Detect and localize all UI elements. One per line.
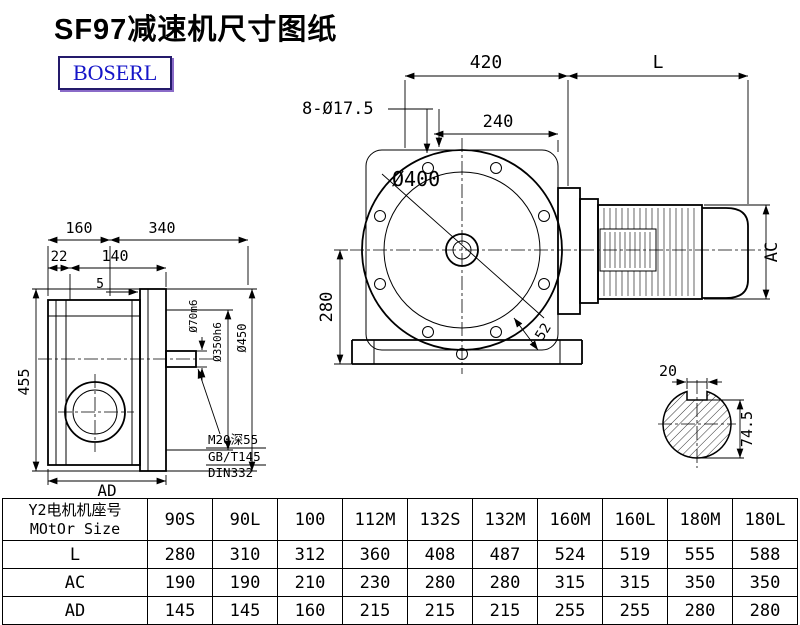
key-width-label: 20 <box>659 362 677 380</box>
table-cell: 280 <box>732 596 798 625</box>
dim-340-label: 340 <box>148 219 175 237</box>
table-cell: 310 <box>212 540 278 569</box>
dia-350-label: Ø350h6 <box>211 322 224 362</box>
col-header: 132S <box>407 498 473 541</box>
thread-note-line2: GB/T145 <box>208 449 261 464</box>
table-row-AC: AC 190 190 210 230 280 280 315 315 350 3… <box>2 568 798 597</box>
motor-view <box>557 187 749 315</box>
motor-size-table: Y2电机机座号 MOtOr Size 90S 90L 100 112M 132S… <box>2 498 798 625</box>
dim-5-label: 5 <box>96 277 104 292</box>
shaft-section-keyway <box>662 390 732 459</box>
col-header: 180M <box>667 498 733 541</box>
table-cell: 360 <box>342 540 408 569</box>
header-line2: MOtOr Size <box>29 519 121 538</box>
col-header: 160L <box>602 498 668 541</box>
dia-450-label: Ø450 <box>235 324 249 353</box>
table-cell: 280 <box>147 540 213 569</box>
holes-callout-label: 8-Ø17.5 <box>302 99 374 119</box>
table-row-L: L 280 310 312 360 408 487 524 519 555 58… <box>2 540 798 569</box>
table-cell: 408 <box>407 540 473 569</box>
table-cell: 588 <box>732 540 798 569</box>
boserl-logo: BOSERL <box>58 56 173 90</box>
row-label: AC <box>2 568 148 597</box>
dim-l-label: L <box>653 52 664 73</box>
dim-140-label: 140 <box>101 247 128 265</box>
table-cell: 312 <box>277 540 343 569</box>
table-cell: 215 <box>342 596 408 625</box>
col-header: 90S <box>147 498 213 541</box>
col-header: 132M <box>472 498 538 541</box>
row-label: AD <box>2 596 148 625</box>
dimension-annotations: 420 L 8-Ø17.5 240 Ø400 280 52 AC 160 <box>15 52 782 500</box>
table-cell: 190 <box>147 568 213 597</box>
table-cell: 190 <box>212 568 278 597</box>
thread-note-line1: M20深55 <box>208 432 258 447</box>
dim-240-label: 240 <box>483 112 514 132</box>
table-cell: 350 <box>667 568 733 597</box>
key-height-label: 74.5 <box>738 411 756 447</box>
dim-160-label: 160 <box>65 219 92 237</box>
dim-280-label: 280 <box>317 292 337 323</box>
table-cell: 350 <box>732 568 798 597</box>
table-cell: 280 <box>667 596 733 625</box>
table-cell: 145 <box>212 596 278 625</box>
ac-dim-label: AC <box>762 242 782 262</box>
table-cell: 519 <box>602 540 668 569</box>
table-cell: 215 <box>407 596 473 625</box>
dia-400-label: Ø400 <box>392 167 440 191</box>
table-cell: 315 <box>602 568 668 597</box>
row-label: L <box>2 540 148 569</box>
shaft-section-view <box>662 390 732 459</box>
table-cell: 280 <box>407 568 473 597</box>
table-cell: 255 <box>602 596 668 625</box>
motor-body <box>597 204 703 300</box>
table-cell: 555 <box>667 540 733 569</box>
thread-note-line3: DIN332 <box>208 465 253 480</box>
motor-size-header-cell: Y2电机机座号 MOtOr Size <box>2 498 148 541</box>
mounting-base <box>351 339 583 365</box>
bolt-holes <box>374 162 550 338</box>
table-header-row: Y2电机机座号 MOtOr Size 90S 90L 100 112M 132S… <box>2 498 798 541</box>
dim-455-label: 455 <box>15 368 33 395</box>
col-header: 100 <box>277 498 343 541</box>
ad-dim-label: AD <box>97 481 116 500</box>
header-line1: Y2电机机座号 <box>28 500 122 519</box>
table-cell: 487 <box>472 540 538 569</box>
dim-22-label: 22 <box>51 249 68 265</box>
table-row-AD: AD 145 145 160 215 215 215 255 255 280 2… <box>2 596 798 625</box>
table-cell: 210 <box>277 568 343 597</box>
table-cell: 160 <box>277 596 343 625</box>
table-cell: 255 <box>537 596 603 625</box>
col-header: 160M <box>537 498 603 541</box>
dim-52-label: 52 <box>532 320 555 343</box>
center-lines <box>38 138 772 468</box>
gearbox-side-view <box>47 288 197 472</box>
dia-70-label: Ø70m6 <box>187 299 200 332</box>
table-cell: 145 <box>147 596 213 625</box>
fan-cover <box>702 207 749 299</box>
table-cell: 315 <box>537 568 603 597</box>
col-header: 112M <box>342 498 408 541</box>
output-flange <box>139 288 167 472</box>
dimension-drawing: 420 L 8-Ø17.5 240 Ø400 280 52 AC 160 <box>15 52 782 500</box>
page-title: SF97减速机尺寸图纸 <box>54 14 338 46</box>
table-cell: 524 <box>537 540 603 569</box>
col-header: 180L <box>732 498 798 541</box>
dim-420-label: 420 <box>470 52 503 73</box>
table-cell: 280 <box>472 568 538 597</box>
table-cell: 230 <box>342 568 408 597</box>
table-cell: 215 <box>472 596 538 625</box>
col-header: 90L <box>212 498 278 541</box>
